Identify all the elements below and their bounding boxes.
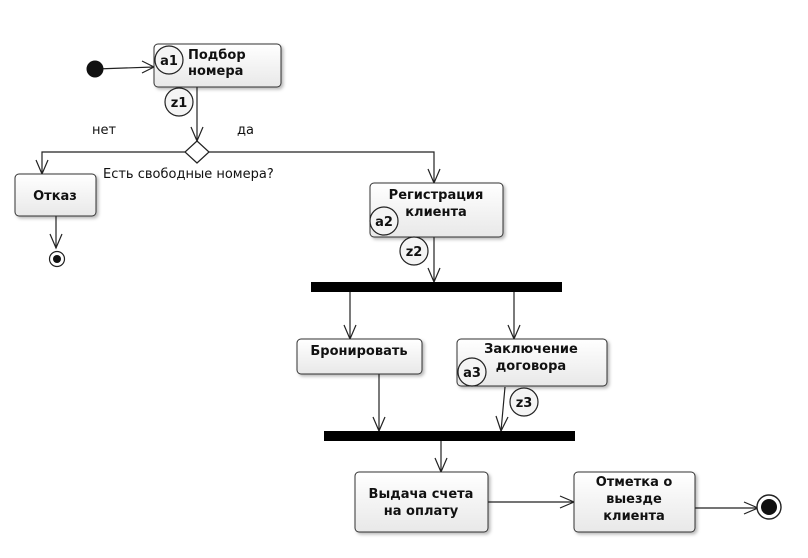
- activity-label: Подбор: [188, 48, 246, 63]
- activity-label: клиента: [603, 509, 665, 524]
- decision-diamond: [184, 140, 210, 164]
- activity-checkout-mark: Отметка о выезде клиента: [573, 471, 696, 533]
- edge-start-to-select-room: [95, 66, 155, 70]
- activity-book: Бронировать: [296, 338, 423, 375]
- activity-invoice: Выдача счета на оплату: [354, 471, 489, 533]
- svg-text:z3: z3: [516, 396, 533, 411]
- initial-node: [86, 60, 104, 78]
- marker-z1: z1: [164, 87, 194, 117]
- marker-z3: z3: [509, 387, 539, 417]
- activity-label: номера: [188, 64, 243, 79]
- activity-label: Отметка о: [596, 475, 673, 490]
- marker-z2: z2: [399, 236, 429, 266]
- svg-text:z1: z1: [171, 96, 188, 111]
- fork-bar: [311, 282, 562, 292]
- marker-a2: a2: [369, 206, 399, 236]
- activity-contract: Заключение договора: [456, 338, 608, 387]
- activity-label: выезде: [606, 492, 662, 507]
- edge-contract-to-join: [500, 386, 506, 432]
- arrowhead: [49, 233, 63, 250]
- activity-label: на оплату: [384, 504, 459, 519]
- svg-text:a1: a1: [160, 54, 178, 69]
- activity-register-client: Регистрация клиента: [369, 182, 504, 238]
- activity-label: Выдача счета: [369, 487, 474, 502]
- activity-label: Отказ: [33, 189, 77, 204]
- svg-text:a2: a2: [375, 215, 393, 230]
- marker-a1: a1: [154, 45, 184, 75]
- activity-refusal: Отказ: [14, 173, 97, 217]
- activity-label: клиента: [405, 205, 467, 220]
- decision-no-label: нет: [92, 123, 116, 138]
- decision-yes-label: да: [237, 123, 254, 138]
- decision-question: Есть свободные номера?: [103, 167, 274, 182]
- join-bar: [324, 431, 575, 441]
- activity-label: Бронировать: [310, 344, 407, 359]
- marker-a3: a3: [457, 357, 487, 387]
- activity-select-room: Подбор номера: [153, 43, 282, 88]
- edge-decision-no: [41, 151, 185, 174]
- activity-label: Регистрация: [389, 188, 484, 203]
- activity-label: Заключение: [484, 342, 578, 357]
- final-node-refusal: [48, 250, 66, 268]
- activity-label: договора: [496, 359, 566, 374]
- edge-decision-yes: [209, 151, 435, 183]
- final-node-checkout: [756, 494, 782, 520]
- svg-text:z2: z2: [406, 245, 423, 260]
- svg-text:a3: a3: [463, 366, 481, 381]
